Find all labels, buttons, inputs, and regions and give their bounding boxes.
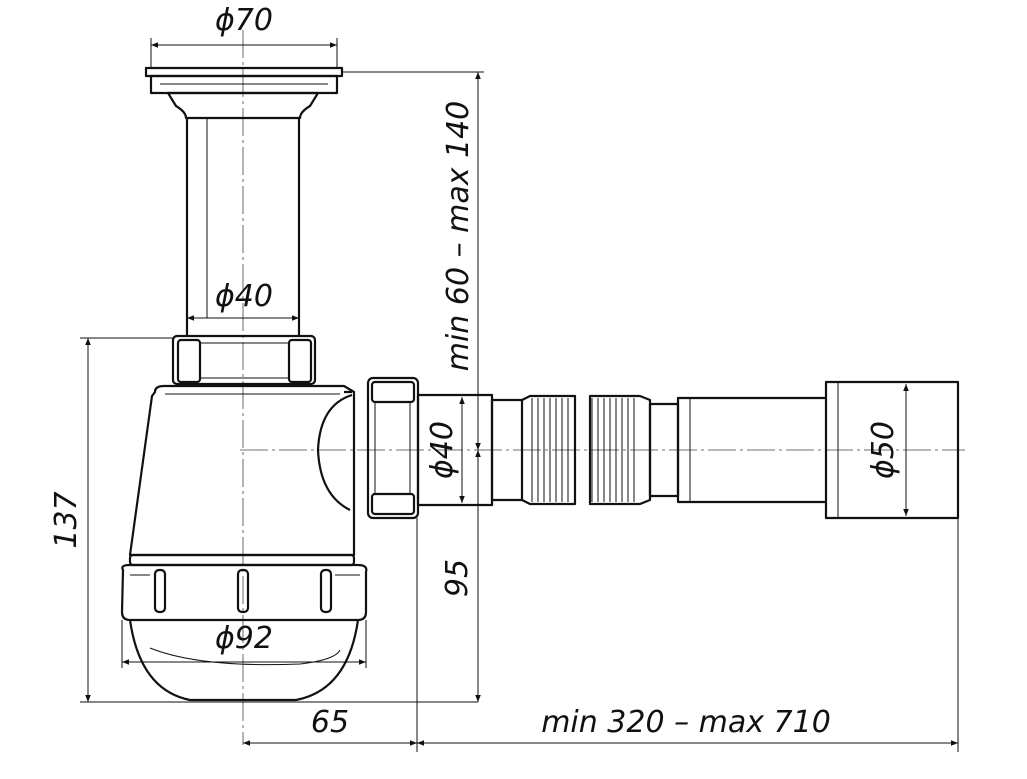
dim-outlet-small: ϕ40 xyxy=(425,397,465,503)
pipe-union-nut xyxy=(171,334,317,386)
outlet-pipe xyxy=(416,380,960,520)
center-lines xyxy=(240,30,965,745)
dim-horizontal: 65 min 320 – max 710 xyxy=(243,518,959,752)
dim-label-outlet-small: ϕ40 xyxy=(425,421,460,479)
dim-label-pipe: ϕ40 xyxy=(215,279,273,314)
dim-top-flange: ϕ70 xyxy=(150,3,338,68)
outlet-union-nut xyxy=(366,376,420,520)
dim-label-outlet-large: ϕ50 xyxy=(866,421,901,479)
dim-label-center-offset: 65 xyxy=(311,705,349,740)
dim-label-top-flange: ϕ70 xyxy=(215,3,273,38)
dim-height-range: min 60 – max 140 xyxy=(342,71,484,450)
dim-label-length-range: min 320 – max 710 xyxy=(541,705,831,740)
bowl-cup xyxy=(120,563,368,702)
dim-overall-height: 137 xyxy=(49,337,478,703)
dim-label-overall-height: 137 xyxy=(49,491,84,548)
vertical-pipe xyxy=(185,118,301,336)
dim-bowl: ϕ92 xyxy=(121,620,367,668)
drain-flange xyxy=(144,66,344,120)
dim-outlet-large: ϕ50 xyxy=(866,384,909,516)
siphon-body xyxy=(128,384,356,567)
corrugated-hose xyxy=(531,398,635,502)
dim-pipe: ϕ40 xyxy=(187,279,299,321)
dim-outlet-height: 95 xyxy=(440,450,481,702)
dim-label-height-range: min 60 – max 140 xyxy=(441,101,476,372)
dim-label-outlet-height: 95 xyxy=(440,559,475,597)
dim-label-bowl: ϕ92 xyxy=(215,621,273,656)
